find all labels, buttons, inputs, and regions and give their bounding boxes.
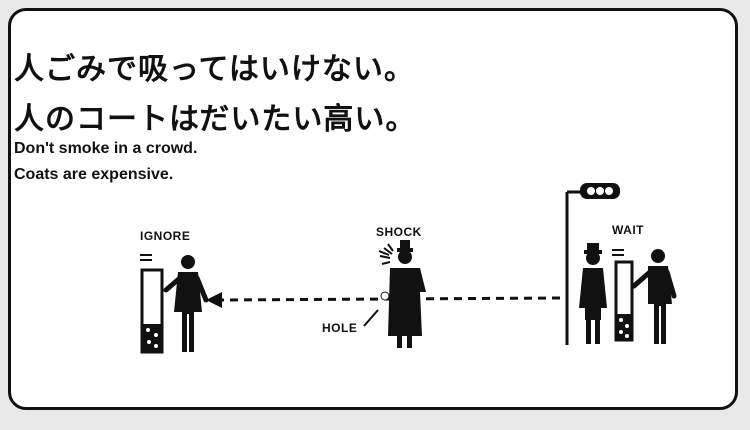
japanese-line-1: 人ごみで吸ってはいけない。 — [14, 52, 415, 87]
ignore-label: IGNORE — [140, 229, 190, 243]
traffic-light-icon — [565, 183, 620, 345]
cigarette-icon-left — [140, 254, 164, 354]
english-line-1: Don't smoke in a crowd. — [14, 140, 198, 157]
cigarette-icon-right — [612, 249, 634, 342]
waiting-person-in-coat-icon — [579, 243, 607, 344]
arrow-left-icon — [206, 292, 222, 308]
hole-label: HOLE — [322, 321, 357, 335]
wait-label: WAIT — [612, 223, 644, 237]
shock-label: SHOCK — [376, 225, 422, 239]
person-ignoring-icon — [163, 255, 209, 352]
manner-sign — [8, 8, 738, 410]
hole-pointer-line — [363, 309, 379, 327]
person-holding-cigarette-icon — [631, 249, 677, 344]
person-in-coat-icon — [380, 240, 426, 348]
english-line-2: Coats are expensive. — [14, 166, 174, 183]
burst-icon — [378, 243, 394, 265]
japanese-line-2: 人のコートはだいたい高い。 — [14, 102, 417, 137]
